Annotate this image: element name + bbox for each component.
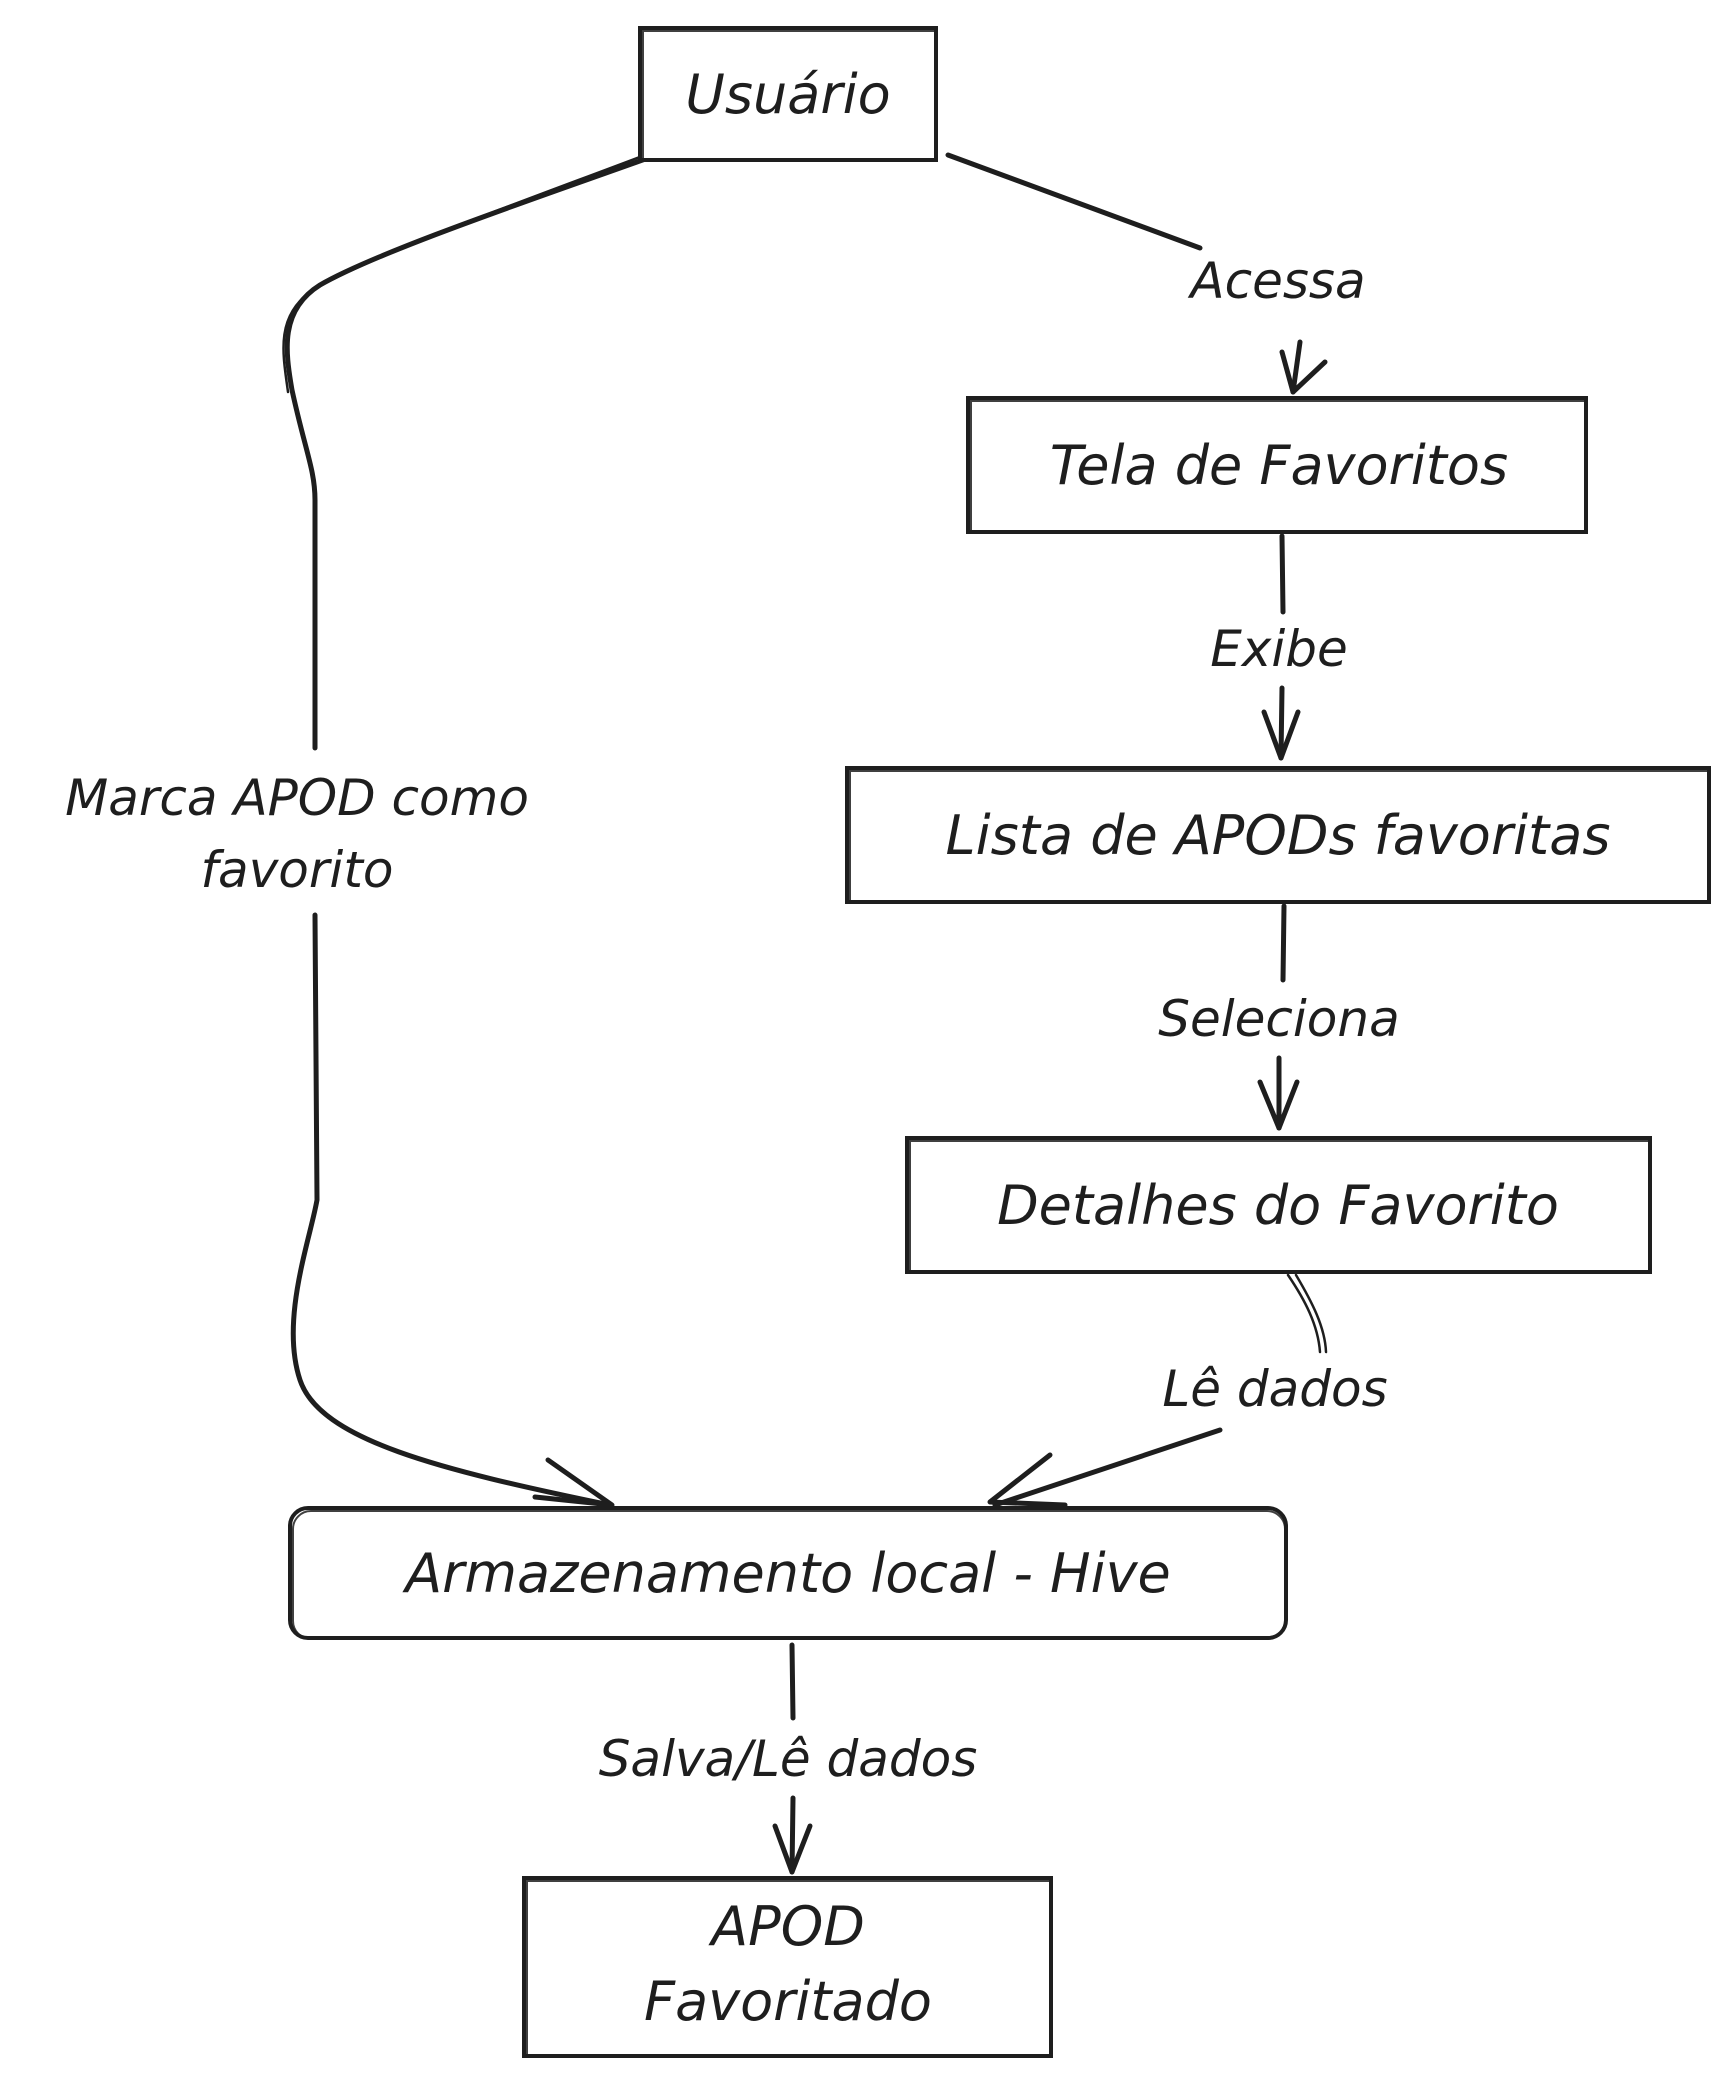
- edge-label-le-dados: Lê dados: [1162, 1360, 1387, 1418]
- node-lista-favoritas-label: Lista de APODs favoritas: [946, 804, 1611, 867]
- arrowhead-salva-le-dados: [772, 1823, 813, 1875]
- edge-salva-le-dados: [772, 1642, 813, 1875]
- edge-acessa: [945, 152, 1328, 395]
- node-apod-favoritado-line2: Favoritado: [644, 1970, 932, 2033]
- node-usuario: Usuário: [638, 26, 938, 162]
- node-usuario-label: Usuário: [685, 63, 890, 126]
- node-lista-favoritas: Lista de APODs favoritas: [845, 766, 1711, 904]
- node-armazenamento-label: Armazenamento local - Hive: [402, 1542, 1171, 1605]
- node-detalhes-favorito: Detalhes do Favorito: [905, 1136, 1652, 1274]
- arrowhead-marca-favorito: [532, 1457, 615, 1508]
- edge-seleciona: [1257, 903, 1300, 1131]
- arrowhead-le-dados: [987, 1452, 1068, 1508]
- node-tela-favoritos: Tela de Favoritos: [966, 396, 1588, 534]
- edge-label-marca-line2: favorito: [200, 841, 393, 899]
- edge-label-salva-le-dados: Salva/Lê dados: [599, 1730, 978, 1788]
- arrowhead-exibe: [1261, 709, 1301, 761]
- arrowhead-seleciona: [1257, 1079, 1300, 1131]
- edge-exibe: [1261, 533, 1301, 761]
- node-tela-favoritos-label: Tela de Favoritos: [1050, 434, 1508, 497]
- edge-label-acessa: Acessa: [1187, 252, 1365, 310]
- edge-le-dados: [987, 1273, 1328, 1508]
- node-apod-favoritado: APOD Favoritado: [522, 1876, 1053, 2058]
- node-armazenamento: Armazenamento local - Hive: [288, 1506, 1288, 1640]
- arrowhead-acessa: [1279, 349, 1328, 395]
- node-detalhes-favorito-label: Detalhes do Favorito: [997, 1174, 1559, 1237]
- node-apod-favoritado-line1: APOD: [708, 1895, 865, 1958]
- edge-label-marca-line1: Marca APOD como: [65, 769, 529, 827]
- edge-label-seleciona: Seleciona: [1158, 990, 1399, 1048]
- edge-marca-favorito: [282, 150, 665, 1508]
- edge-label-exibe: Exibe: [1210, 620, 1348, 678]
